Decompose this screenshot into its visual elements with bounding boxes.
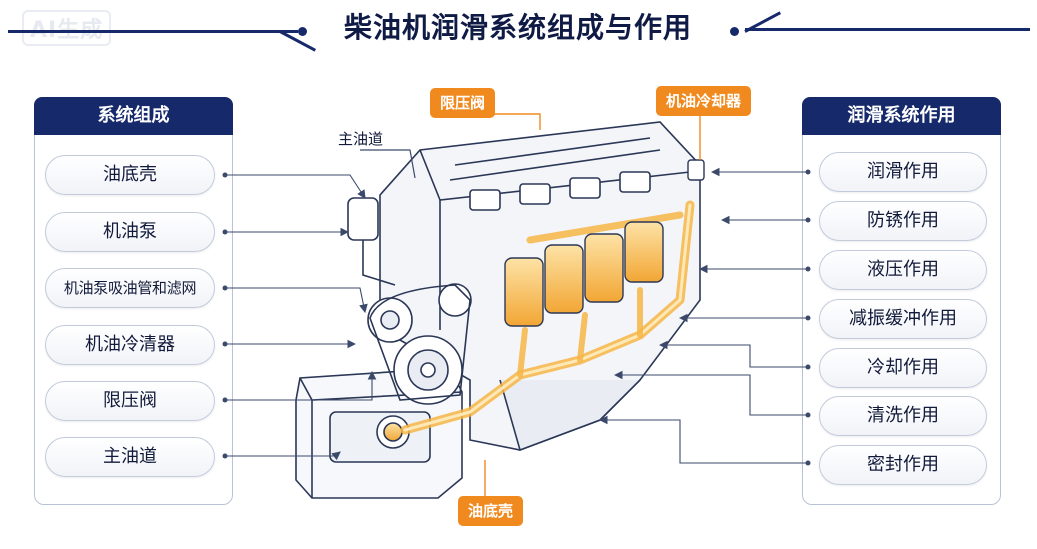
title-dot-left — [298, 27, 307, 36]
title-dot-right — [730, 27, 739, 36]
callout-pressure-valve: 限压阀 — [430, 88, 496, 118]
main-gallery-leader — [360, 149, 416, 179]
oil-gallery-paths — [400, 200, 695, 435]
right-connectors — [598, 167, 808, 464]
page-title: 柴油机润滑系统组成与作用 — [343, 11, 692, 44]
lubrication-functions-header: 润滑系统作用 — [802, 97, 1001, 135]
callout-oil-pan: 油底壳 — [458, 496, 524, 526]
left-connectors — [225, 174, 377, 461]
function-lubrication: 润滑作用 — [819, 152, 987, 192]
function-damping: 减振缓冲作用 — [819, 299, 987, 339]
component-main-gallery: 主油道 — [45, 437, 215, 477]
callout-oil-cooler: 机油冷却器 — [656, 86, 752, 116]
left-connector-dots — [222, 172, 228, 459]
function-cooling: 冷却作用 — [819, 348, 987, 388]
component-pressure-valve: 限压阀 — [45, 381, 215, 421]
component-oil-pump: 机油泵 — [45, 212, 215, 252]
function-hydraulic: 液压作用 — [819, 250, 987, 290]
function-sealing: 密封作用 — [819, 445, 987, 485]
title-rule-right — [745, 28, 1030, 31]
component-oil-pan: 油底壳 — [45, 155, 215, 195]
title-rule-left — [8, 30, 298, 33]
system-components-header: 系统组成 — [34, 97, 233, 135]
oil-filter-canisters — [504, 221, 664, 327]
function-anti-rust: 防锈作用 — [819, 201, 987, 241]
component-oil-cooler: 机油冷清器 — [45, 325, 215, 365]
oil-cooler-drawing — [687, 159, 705, 181]
component-pump-intake-strainer: 机油泵吸油管和滤网 — [45, 268, 215, 308]
callout-main-gallery: 主油道 — [338, 130, 384, 148]
right-connector-dots — [805, 169, 811, 466]
function-cleaning: 清洗作用 — [819, 396, 987, 436]
